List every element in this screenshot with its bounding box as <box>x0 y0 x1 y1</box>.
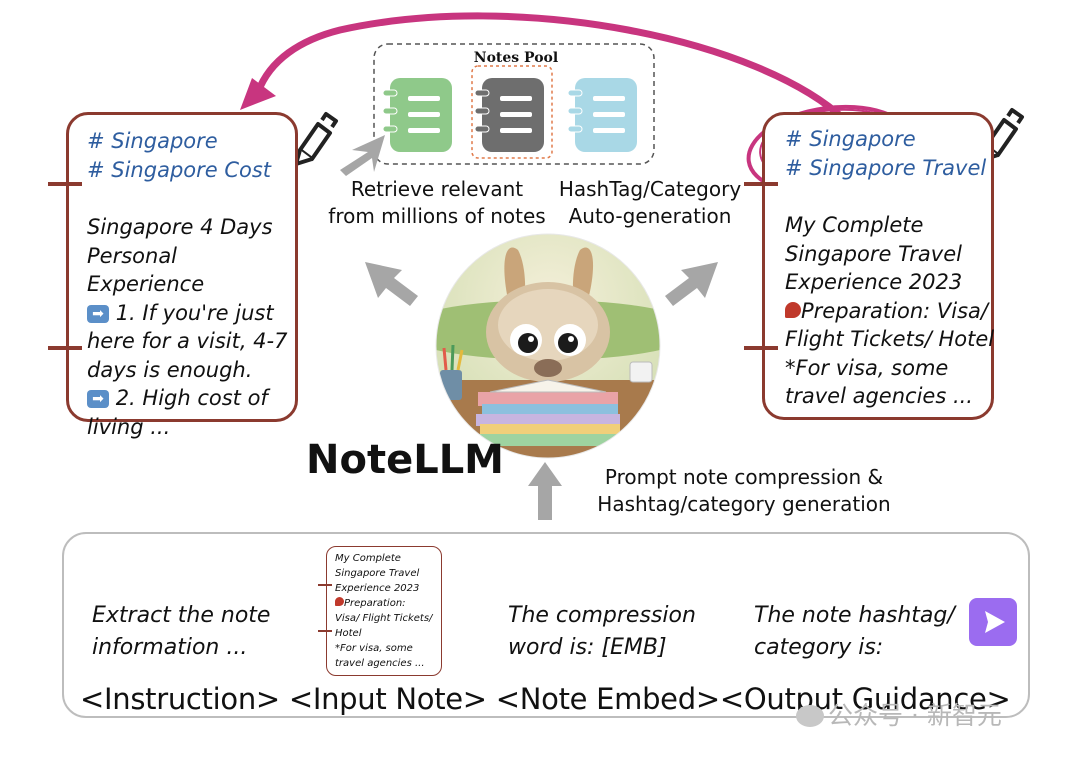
right-note-line: Singapore Travel <box>785 241 962 266</box>
gray-notebook-icon <box>474 78 544 152</box>
gray-arrow-up-left <box>365 262 418 306</box>
send-button[interactable] <box>969 598 1017 646</box>
left-note-binding-tick <box>48 346 82 350</box>
arrow-right-emoji-icon: ➡ <box>87 390 109 408</box>
left-note-tag: # Singapore Cost <box>87 158 272 182</box>
magenta-arrow-head <box>240 78 276 110</box>
note-embed-label: <Note Embed> <box>495 682 720 716</box>
instruction-line: Extract the note <box>92 603 271 628</box>
hashtag-caption: HashTag/Category Auto-generation <box>552 176 748 230</box>
retrieve-caption: Retrieve relevant from millions of notes <box>322 176 552 230</box>
mini-note-line: Singapore Travel <box>335 568 420 579</box>
right-note-tag: # Singapore Travel <box>785 156 987 180</box>
right-note-tag: # Singapore <box>785 127 916 151</box>
notes-pool-box <box>373 43 655 165</box>
pen-icon-left <box>294 112 338 166</box>
hashtag-caption-line: Auto-generation <box>568 204 732 228</box>
mini-note-card <box>326 546 442 676</box>
gray-arrow-up-center <box>528 462 562 520</box>
retrieve-caption-line: from millions of notes <box>328 204 546 228</box>
right-note-line: travel agencies ... <box>785 384 973 408</box>
segment-label-row: <Instruction> <Input Note> <Note Embed><… <box>80 680 1011 718</box>
left-note-line: here for a visit, 4-7 <box>87 329 288 353</box>
model-name: NoteLLM <box>306 437 504 483</box>
llama-illustration <box>436 234 660 458</box>
magenta-flow-arrow <box>254 12 849 124</box>
right-note-line: *For visa, some <box>785 355 949 380</box>
left-note-line: 1. If you're just <box>115 300 274 325</box>
hashtag-caption-line: HashTag/Category <box>558 177 742 201</box>
embed-text: The compression word is: [EMB] <box>508 600 696 664</box>
watermark-text: 公众号 · 新智元 <box>828 701 1002 730</box>
instruction-text: Extract the note information ... <box>92 600 270 664</box>
retrieve-caption-line: Retrieve relevant <box>350 177 524 201</box>
mini-note-line: Preparation: <box>344 598 406 609</box>
right-note-binding-tick <box>744 346 778 350</box>
input-note-label: <Input Note> <box>288 682 487 716</box>
left-note-line: 2. High cost of <box>115 386 268 410</box>
left-note-line: days is enough. <box>87 357 253 382</box>
left-note-card: # Singapore # Singapore Cost Singapore 4… <box>66 112 298 439</box>
left-note-binding-tick <box>48 182 82 186</box>
mini-note-tick <box>318 584 332 586</box>
mini-note-line: Experience 2023 <box>335 583 420 594</box>
instruction-label: <Instruction> <box>80 682 280 716</box>
prompt-caption-line: Hashtag/category generation <box>597 492 891 516</box>
selected-notebook-box <box>471 65 553 159</box>
mini-note-line: Hotel <box>335 628 362 639</box>
pushpin-emoji-icon <box>335 597 344 606</box>
send-arrow-icon <box>985 611 1005 633</box>
embed-line: The compression <box>508 603 696 628</box>
mini-note-line: Visa/ Flight Tickets/ <box>335 613 433 624</box>
output-guidance-text: The note hashtag/ category is: <box>754 600 955 664</box>
prompt-caption: Prompt note compression & Hashtag/catego… <box>592 464 896 518</box>
watermark: 公众号 · 新智元 <box>796 700 1002 732</box>
instruction-line: information ... <box>92 635 248 660</box>
gray-arrow-to-left-note <box>340 135 385 176</box>
gray-arrow-up-right <box>665 262 718 306</box>
arrow-right-emoji-icon: ➡ <box>87 304 109 323</box>
right-note-binding-tick <box>744 182 778 186</box>
right-note-line: My Complete <box>785 213 924 237</box>
wechat-icon <box>796 705 824 727</box>
mini-note-text: My Complete Singapore Travel Experience … <box>335 551 441 671</box>
mini-note-tick <box>318 630 332 632</box>
mini-note-line: *For visa, some <box>335 643 413 654</box>
mini-note-line: travel agencies ... <box>335 658 425 669</box>
left-note-line: Personal Experience <box>87 243 205 297</box>
output-guidance-label: <Output Guidance> <box>719 682 1011 716</box>
output-line: category is: <box>754 635 884 660</box>
left-note-line: living ... <box>87 414 171 439</box>
mini-note-line: My Complete <box>335 553 401 564</box>
prompt-caption-line: Prompt note compression & <box>604 465 884 489</box>
pushpin-emoji-icon <box>785 301 801 318</box>
embed-line: word is: [EMB] <box>508 635 667 660</box>
right-note-card: # Singapore # Singapore Travel My Comple… <box>762 112 994 420</box>
notes-pool-title: Notes Pool <box>473 50 559 66</box>
right-note-line: Flight Tickets/ Hotel <box>785 327 995 351</box>
green-notebook-icon <box>382 78 452 152</box>
right-note-line: Experience 2023 <box>785 270 963 294</box>
right-note-line: Preparation: Visa/ <box>801 298 988 323</box>
left-note-tag: # Singapore <box>87 129 218 153</box>
prompt-template-box <box>62 532 1030 718</box>
left-note-line: Singapore 4 Days <box>87 215 273 239</box>
output-line: The note hashtag/ <box>754 603 955 628</box>
blue-notebook-icon <box>567 78 637 152</box>
